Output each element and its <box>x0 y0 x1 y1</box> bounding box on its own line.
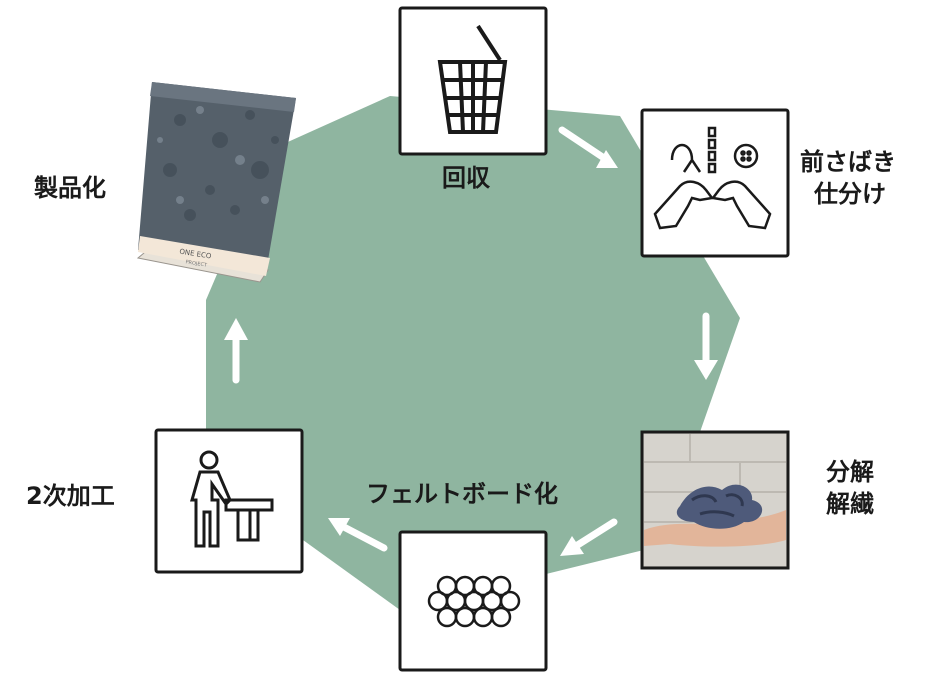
arrow-decompose-to-felt <box>560 518 618 556</box>
label-collection: 回収 <box>442 164 490 192</box>
label-decompose-line2: 解繊 <box>826 490 874 519</box>
label-decompose: 分解 解繊 <box>826 456 874 521</box>
label-felt-board: フェルトボード化 <box>366 480 558 508</box>
book-product-photo: ONE ECO PROJECT <box>136 82 296 283</box>
compressed-fiber-circles-icon <box>427 575 521 628</box>
cycle-hexagon <box>206 96 740 610</box>
worker-at-table-icon <box>190 450 274 548</box>
arrow-collect-to-sort <box>558 126 618 168</box>
hands-sorting-icon <box>653 126 772 230</box>
book-texture <box>163 110 279 221</box>
decompose-photo-box <box>640 430 790 570</box>
label-pre-sort-line1: 前さばき <box>800 148 896 176</box>
secondary-processing-box <box>154 428 304 574</box>
book-texture-light <box>157 106 269 204</box>
label-pre-sort-line2: 仕分け <box>814 180 886 209</box>
label-secondary: 2次加工 <box>26 482 115 510</box>
shredded-fiber-in-hand-photo <box>644 434 786 566</box>
label-product: 製品化 <box>34 174 106 202</box>
book-subtitle: PROJECT <box>185 259 208 268</box>
label-decompose-line1: 分解 <box>826 458 874 486</box>
label-pre-sort: 前さばき 仕分け <box>800 146 896 211</box>
basket-icon <box>437 24 508 134</box>
collection-box <box>398 6 548 156</box>
felt-board-box <box>398 530 548 672</box>
arrow-felt-to-secondary <box>328 518 388 552</box>
arrow-sort-to-decompose <box>694 312 718 380</box>
arrow-secondary-to-product <box>224 318 248 384</box>
flow-arrows <box>224 126 718 556</box>
pre-sort-box <box>640 108 790 258</box>
